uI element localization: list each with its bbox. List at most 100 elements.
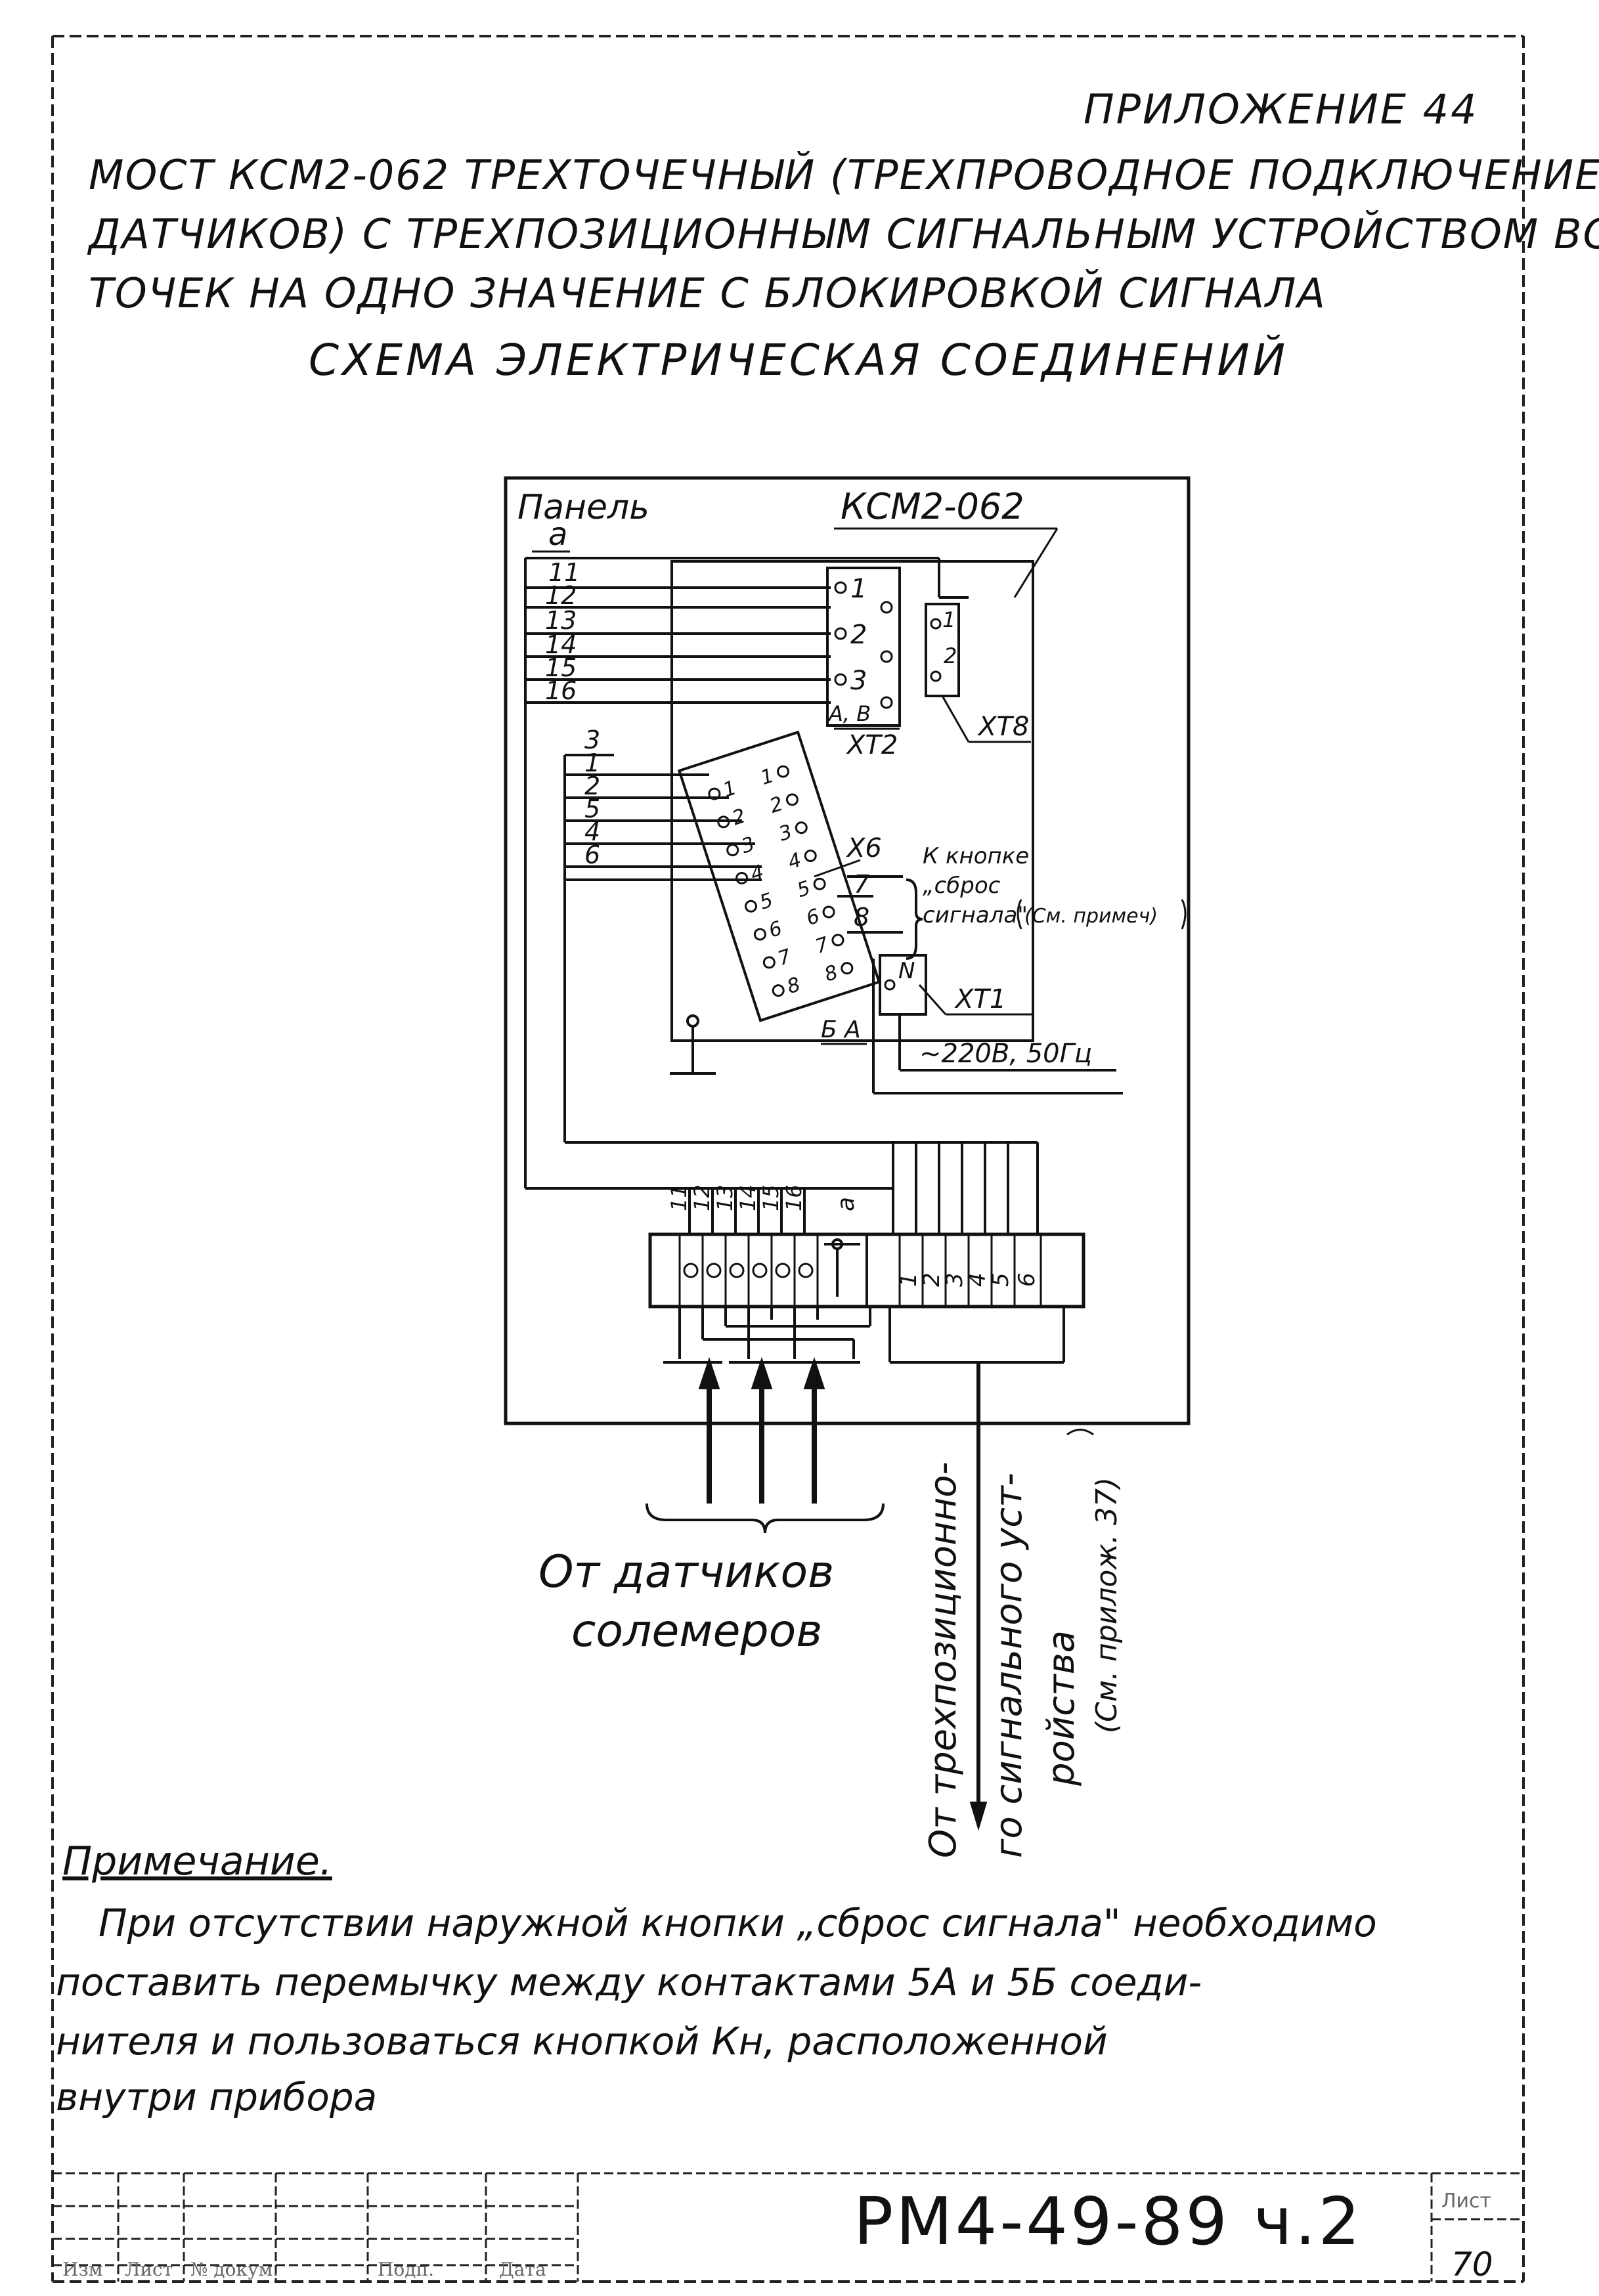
lower-wire-label-5: 5 <box>584 794 600 823</box>
note-line-4: внутри прибора <box>56 2075 378 2119</box>
x6-pin-b1: 1 <box>758 764 777 790</box>
reset-wire-7: 7 <box>854 870 869 899</box>
terminal-upper-14: 14 <box>735 1184 760 1211</box>
title-line-1: МОСТ КСМ2-062 ТРЕХТОЧЕЧНЫЙ (ТРЕХПРОВОДНО… <box>89 151 1599 199</box>
stamp-label-document: № докум. <box>190 2259 279 2280</box>
reset-label-3: сигнала" <box>923 902 1028 928</box>
terminal-columns-upper <box>688 1188 806 1234</box>
xt8-pin-2: 2 <box>944 643 957 668</box>
x6-pin-b8: 8 <box>821 961 841 986</box>
terminal-upper-16: 16 <box>781 1184 806 1211</box>
xt1-connector <box>879 954 927 1016</box>
terminal-lower-6: 6 <box>1014 1272 1040 1287</box>
appendix-label: ПРИЛОЖЕНИЕ 44 <box>1084 85 1479 133</box>
note-line-2: поставить перемычку между контактами 5А … <box>56 1960 1202 2004</box>
xt8-label: ХТ8 <box>977 712 1029 742</box>
upper-wires <box>525 586 831 704</box>
note-heading: Примечание. <box>62 1838 332 1884</box>
upper-wire-label-13: 13 <box>545 606 577 635</box>
terminal-upper-15: 15 <box>758 1184 783 1211</box>
device-frame <box>670 560 1034 1042</box>
xt2-pin-3: 3 <box>850 666 867 696</box>
device-label: КСМ2-062 <box>841 486 1024 527</box>
upper-wire-label-12: 12 <box>545 581 577 610</box>
x6-pin-a2: 2 <box>730 804 749 830</box>
reset-wires <box>837 875 923 960</box>
x6-pin-a3: 3 <box>739 833 758 858</box>
xt2-connector <box>826 567 901 727</box>
x6-pin-a5: 5 <box>757 889 776 915</box>
x6-pin-a6: 6 <box>766 917 785 942</box>
x6-pin-b2: 2 <box>767 792 786 818</box>
diagram-subtitle: СХЕМА ЭЛЕКТРИЧЕСКАЯ СОЕДИНЕНИЙ <box>309 335 1289 385</box>
lower-wire-label-1: 1 <box>584 748 600 777</box>
signal-label-4: (См. прилож. 37) <box>1090 1477 1124 1733</box>
xt1-pin: N <box>898 958 915 984</box>
x6-pin-b7: 7 <box>812 933 831 959</box>
signal-arrow <box>969 1362 988 1831</box>
xt2-pin-1: 1 <box>850 574 867 604</box>
title-line-3: ТОЧЕК НА ОДНО ЗНАЧЕНИЕ С БЛОКИРОВКОЙ СИГ… <box>89 269 1326 317</box>
stamp-label-sheet: Лист <box>125 2259 173 2280</box>
stamp-label-date: Дата <box>499 2259 546 2280</box>
lower-wire-label-4: 4 <box>584 817 600 846</box>
terminal-lower-2: 2 <box>919 1272 945 1287</box>
upper-wire-label-14: 14 <box>545 630 577 659</box>
title-line-2: ДАТЧИКОВ) С ТРЕХПОЗИЦИОННЫМ СИГНАЛЬНЫМ У… <box>89 210 1599 258</box>
xt2-pins <box>834 581 893 709</box>
document-number: РМ4-49-89 ч.2 <box>854 2183 1363 2260</box>
note-line-3: нителя и пользоваться кнопкой Кн, распол… <box>56 2019 1108 2064</box>
upper-wire-label-15: 15 <box>545 653 577 682</box>
terminal-output-wires <box>663 1307 1065 1364</box>
reset-label-1: К кнопке <box>923 843 1029 869</box>
terminal-upper-a: а <box>833 1197 860 1211</box>
note-line-1: При отсутствии наружной кнопки „сброс си… <box>99 1901 1377 1945</box>
terminal-lower-4: 4 <box>965 1272 991 1287</box>
bus-lower <box>525 1141 1039 1234</box>
sheet-label: Лист <box>1441 2190 1492 2213</box>
x6-label: Х6 <box>846 833 882 863</box>
panel-ground-label: а <box>548 516 567 553</box>
lower-wires <box>563 754 762 1142</box>
sensor-arrows <box>698 1356 825 1504</box>
stamp-label-signature: Подп. <box>378 2259 435 2280</box>
lower-wire-label-2: 2 <box>584 771 600 800</box>
signal-label-2: го сигнального уст- <box>988 1473 1030 1858</box>
reset-note: (См. примеч) <box>1024 905 1158 928</box>
power-label: ~220В, 50Гц <box>919 1039 1092 1069</box>
from-sensors-line-1: От датчиков <box>538 1546 835 1598</box>
signal-label-3: ройства <box>1040 1630 1083 1787</box>
upper-wire-label-16: 16 <box>545 676 577 705</box>
xt2-bottom: А, В <box>827 701 871 726</box>
sheet-number: 70 <box>1451 2245 1493 2284</box>
upper-wire-label-11: 11 <box>548 558 580 587</box>
terminal-block-cells <box>678 1234 1042 1307</box>
reset-wire-8: 8 <box>854 903 869 932</box>
terminal-upper-13: 13 <box>712 1184 737 1211</box>
xt8-pin-1: 1 <box>942 607 955 632</box>
panel-frame <box>504 476 1191 1425</box>
terminal-lower-3: 3 <box>942 1272 968 1287</box>
x6-pin-a7: 7 <box>775 945 794 970</box>
reset-label-2: „сброс <box>923 873 1001 899</box>
x6-bottom-label: Б А <box>821 1016 861 1043</box>
terminal-upper-11: 11 <box>667 1184 691 1211</box>
terminal-jumper <box>824 1238 860 1297</box>
xt2-label: ХТ2 <box>846 730 898 760</box>
from-sensors-line-2: солемеров <box>571 1605 823 1657</box>
lower-wire-label-6: 6 <box>584 840 600 869</box>
x6-pin-a8: 8 <box>784 973 803 999</box>
power-wires <box>872 959 1123 1094</box>
ground-symbol <box>670 1014 716 1075</box>
lower-wire-label-3: 3 <box>584 726 600 754</box>
xt2-pin-2: 2 <box>850 620 867 650</box>
terminal-lower-1: 1 <box>896 1272 922 1287</box>
title-block <box>53 2172 1523 2282</box>
terminal-upper-12: 12 <box>690 1184 714 1211</box>
x6-pin-b4: 4 <box>785 848 804 874</box>
panel-label: Панель <box>517 488 649 527</box>
signal-label-1: От трехпозиционно- <box>922 1462 965 1858</box>
x6-pin-b6: 6 <box>803 905 822 930</box>
x6-pin-b5: 5 <box>795 877 814 902</box>
